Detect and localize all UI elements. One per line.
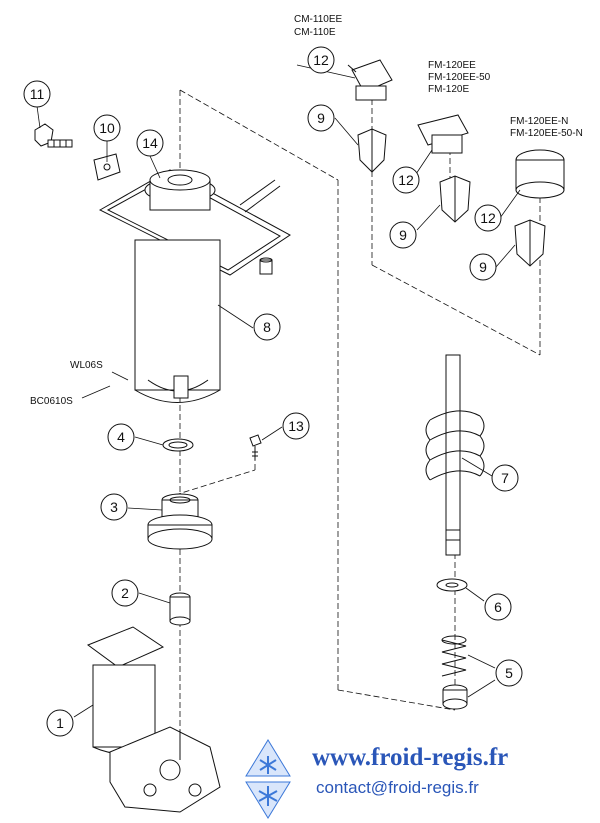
cap-fm-part xyxy=(417,114,469,154)
assembly-axis-lines xyxy=(174,89,541,760)
spring-part xyxy=(441,635,467,677)
seal-part xyxy=(442,684,468,710)
callout-12-fm: 12 xyxy=(398,172,414,188)
leader-lines xyxy=(36,64,521,718)
callout-9-c: 9 xyxy=(479,259,487,275)
fmn-model-label-2: FM-120EE-50-N xyxy=(510,128,583,139)
wl-part-code: WL06S xyxy=(70,360,103,371)
snowflake-logo xyxy=(245,739,291,819)
callout-4: 4 xyxy=(117,429,125,445)
sleeve-part xyxy=(169,592,191,626)
bc-part-code: BC0610S xyxy=(30,396,73,407)
cm-model-label-1: CM-110EE xyxy=(294,14,343,25)
callout-13: 13 xyxy=(288,418,304,434)
auger-part xyxy=(425,354,485,556)
callout-5: 5 xyxy=(505,665,513,681)
callout-10: 10 xyxy=(99,120,115,136)
callout-1: 1 xyxy=(56,715,64,731)
callout-12-cm: 12 xyxy=(313,52,329,68)
website-url: www.froid-regis.fr xyxy=(312,744,509,771)
fm-model-label-3: FM-120E xyxy=(428,84,470,95)
fmn-model-label-1: FM-120EE-N xyxy=(510,116,569,127)
callout-6: 6 xyxy=(494,599,502,615)
callout-12-fmn: 12 xyxy=(480,210,496,226)
callout-9-b: 9 xyxy=(399,227,407,243)
washer-plate-part xyxy=(93,153,121,181)
fm-model-label-1: FM-120EE xyxy=(428,60,476,71)
contact-email: contact@froid-regis.fr xyxy=(316,778,479,797)
callout-11: 11 xyxy=(30,86,45,102)
cap-cm-part xyxy=(347,59,393,101)
callout-3: 3 xyxy=(110,499,118,515)
callout-labels: 11 10 14 8 4 13 3 2 1 12 9 12 9 12 9 7 6… xyxy=(30,52,513,731)
callout-14: 14 xyxy=(142,135,158,151)
cutter-part-b xyxy=(439,175,471,223)
cm-model-label-2: CM-110E xyxy=(294,27,336,38)
fitting-part xyxy=(249,434,262,460)
callout-8: 8 xyxy=(263,319,271,335)
o-ring-part xyxy=(162,438,194,452)
washer-part xyxy=(436,578,468,592)
bearing-housing-part xyxy=(147,493,213,550)
bolt-part xyxy=(34,123,73,148)
cap-fmn-part xyxy=(515,149,565,199)
callout-circles xyxy=(23,46,523,737)
cutter-part-a xyxy=(357,128,387,173)
housing-part xyxy=(98,169,291,403)
callout-2: 2 xyxy=(121,585,129,601)
cutter-part-c xyxy=(514,219,546,267)
fm-model-label-2: FM-120EE-50 xyxy=(428,72,491,83)
callout-7: 7 xyxy=(501,470,509,486)
gear-motor-part xyxy=(86,626,221,813)
callout-9-a: 9 xyxy=(317,110,325,126)
